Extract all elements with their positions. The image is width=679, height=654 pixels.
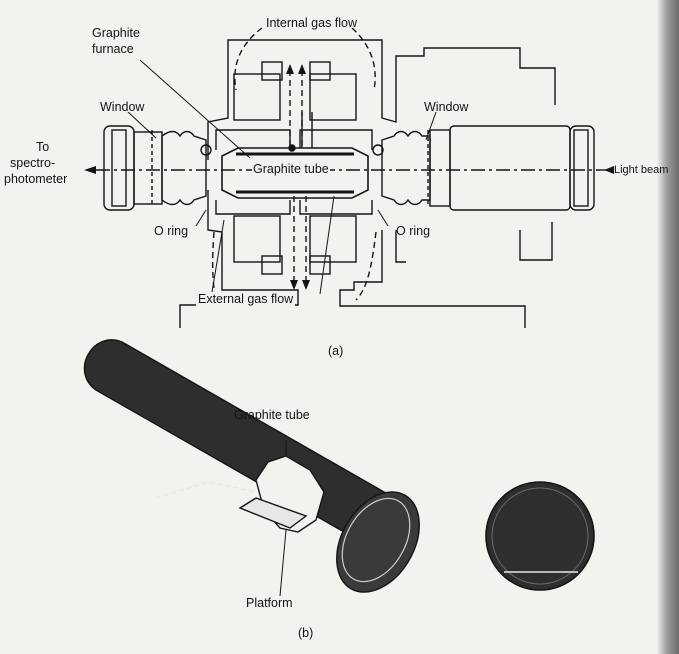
label-to-spectrophotometer-2: spectro- (10, 156, 56, 170)
lower-left-electrode (233, 215, 281, 263)
label-to-spectrophotometer-1: To (36, 140, 50, 154)
label-graphite-tube-a: Graphite tube (252, 162, 330, 176)
left-o-ring (200, 144, 212, 156)
gas-flow-arrowheads (286, 64, 310, 290)
graphite-tube-b (83, 339, 420, 597)
label-external-gas-flow: External gas flow (196, 292, 296, 306)
upper-left-electrode (233, 73, 281, 121)
label-light-beam: Light beam (614, 164, 669, 176)
lower-right-electrode (309, 215, 357, 263)
graphite-tube-section (221, 144, 369, 199)
caption-b: (b) (298, 626, 314, 640)
right-housing-cylinder (449, 125, 571, 211)
caption-a: (a) (328, 344, 344, 358)
furnace-housing (179, 39, 556, 328)
label-o-ring-left: O ring (154, 224, 189, 238)
label-window-left: Window (100, 100, 145, 114)
label-graphite-furnace-2: furnace (92, 42, 134, 56)
page-edge-shadow (657, 0, 679, 654)
label-graphite-furnace-1: Graphite (92, 26, 140, 40)
light-beam-axis (84, 166, 614, 174)
upper-right-electrode (309, 73, 357, 121)
right-o-ring (372, 144, 384, 156)
label-window-right: Window (424, 100, 469, 114)
right-window-assembly (372, 125, 595, 211)
label-to-spectrophotometer-3: photometer (4, 172, 68, 186)
leader-lines-a (127, 59, 437, 295)
platform-shape (238, 497, 308, 529)
label-graphite-tube-b: Graphite tube (234, 408, 310, 422)
label-o-ring-right: O ring (396, 224, 431, 238)
graphite-tube-end-view (485, 481, 595, 591)
label-internal-gas-flow: Internal gas flow (266, 16, 358, 30)
label-platform: Platform (246, 596, 293, 610)
left-window-assembly (103, 125, 212, 211)
platform-hidden-edge (155, 481, 257, 499)
